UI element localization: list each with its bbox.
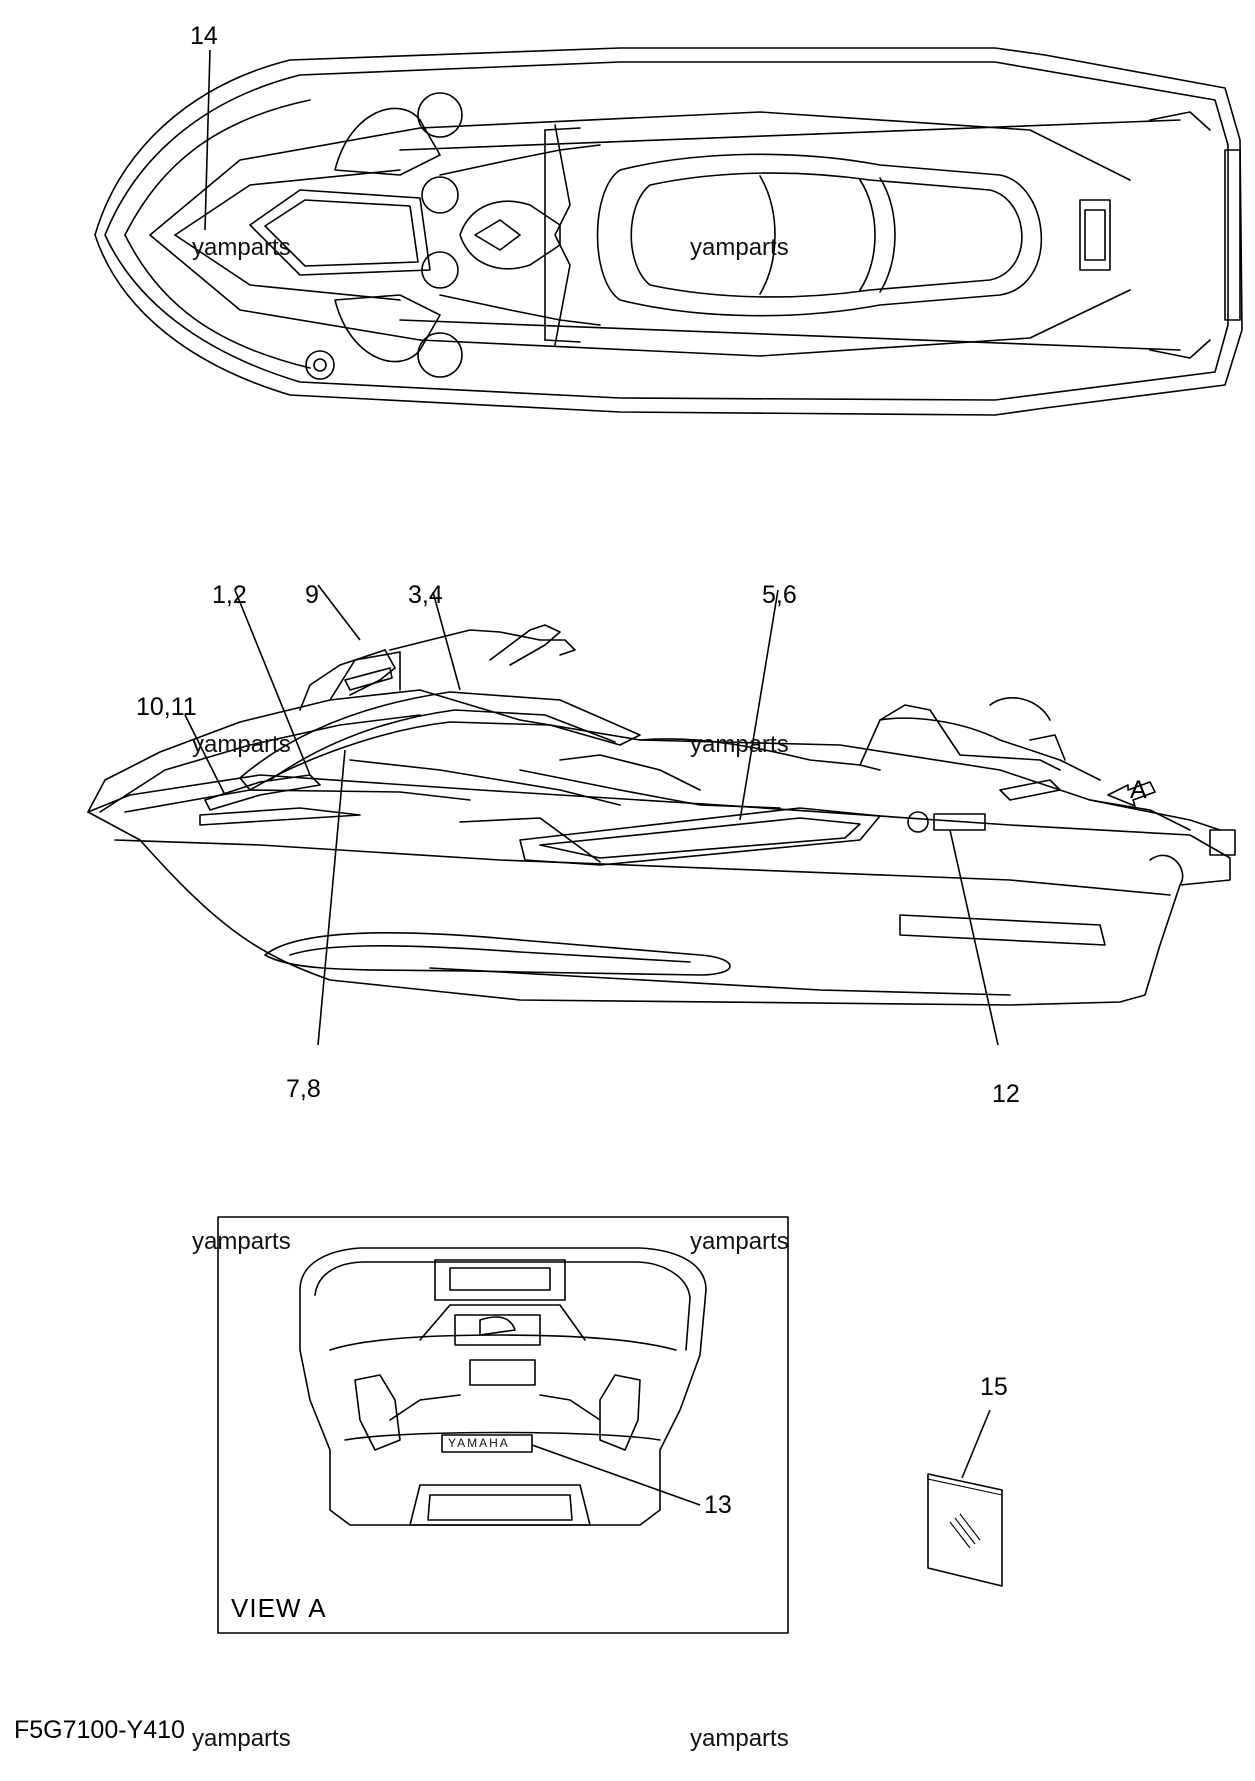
side-view-watercraft — [87, 584, 1236, 1046]
yamaha-plate-text: YAMAHA — [448, 1436, 510, 1450]
callout-14: 14 — [190, 22, 218, 50]
callout-1-2: 1,2 — [212, 581, 247, 609]
watermark: yamparts — [690, 1725, 789, 1752]
part-15-card — [927, 1409, 1003, 1587]
top-view-watercraft — [94, 47, 1243, 416]
watermark: yamparts — [192, 234, 291, 261]
callout-13: 13 — [704, 1491, 732, 1519]
watermark: yamparts — [192, 1725, 291, 1752]
callout-7-8: 7,8 — [286, 1075, 321, 1103]
watermark: yamparts — [192, 1228, 291, 1255]
watermark: yamparts — [690, 1228, 789, 1255]
callout-9: 9 — [305, 581, 319, 609]
callout-5-6: 5,6 — [762, 581, 797, 609]
watermark: yamparts — [192, 731, 291, 758]
view-a-label: VIEW A — [231, 1593, 327, 1623]
view-a-panel — [217, 1216, 789, 1634]
watermark: yamparts — [690, 234, 789, 261]
callout-A: A — [1130, 776, 1147, 804]
callout-12: 12 — [992, 1080, 1020, 1108]
watermark: yamparts — [690, 731, 789, 758]
callout-10-11: 10,11 — [136, 693, 197, 721]
diagram-code: F5G7100-Y410 — [14, 1716, 185, 1744]
callout-15: 15 — [980, 1373, 1008, 1401]
callout-3-4: 3,4 — [408, 581, 443, 609]
